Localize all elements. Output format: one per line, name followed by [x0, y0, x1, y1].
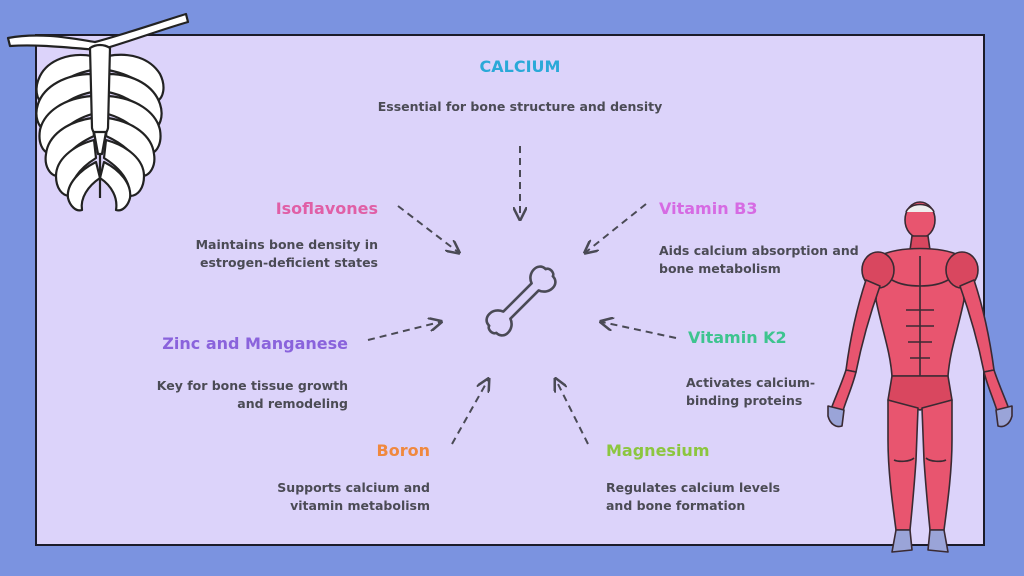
arrow-vitamin-b3 — [586, 203, 647, 252]
vitamin-k2-description: Activates calcium- binding proteins — [686, 375, 816, 408]
arrow-vitamin-k2 — [602, 322, 677, 339]
calcium-title: CALCIUM — [479, 57, 561, 76]
boron-title: Boron — [376, 441, 430, 460]
zinc-manganese-title: Zinc and Manganese — [162, 334, 348, 353]
vitamin-b3-title: Vitamin B3 — [659, 199, 758, 218]
calcium-description: Essential for bone structure and density — [377, 99, 663, 114]
magnesium-description: Regulates calcium levels and bone format… — [606, 480, 781, 513]
bone-icon — [485, 265, 557, 337]
vitamin-b3-description: Aids calcium absorption and bone metabol… — [659, 243, 859, 276]
arrow-zinc-manganese — [367, 322, 440, 341]
zinc-manganese-description: Key for bone tissue growth and remodelin… — [156, 378, 348, 411]
arrow-magnesium — [556, 380, 589, 445]
arrow-boron — [451, 380, 488, 445]
magnesium-title: Magnesium — [606, 441, 710, 460]
ribcage-illustration — [6, 12, 190, 212]
boron-description: Supports calcium and vitamin metabolism — [277, 480, 430, 513]
isoflavones-title: Isoflavones — [275, 199, 378, 218]
diagram-panel — [35, 34, 985, 546]
human-muscle-anatomy-illustration — [827, 201, 1013, 553]
isoflavones-description: Maintains bone density in estrogen-defic… — [195, 237, 378, 270]
arrow-isoflavones — [397, 205, 458, 252]
vitamin-k2-title: Vitamin K2 — [688, 328, 787, 347]
